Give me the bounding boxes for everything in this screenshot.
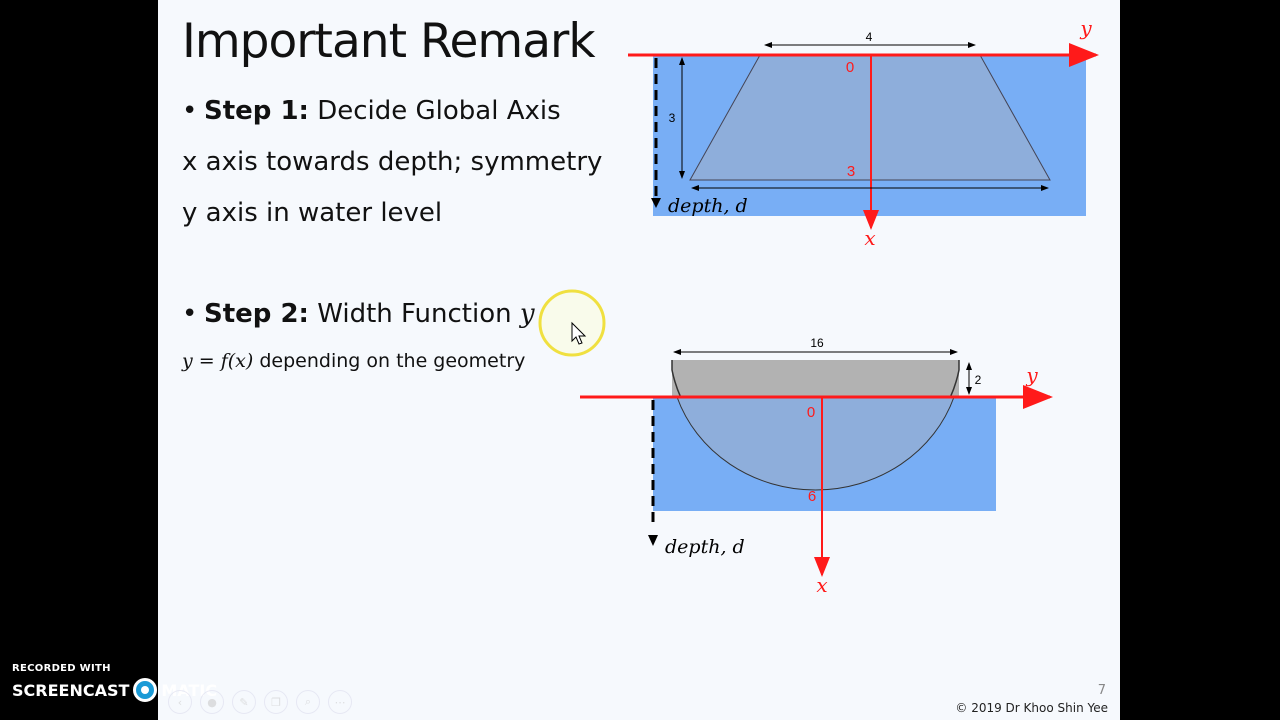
- trapezoid-figure: 4 3 0 3 y x depth, d: [628, 16, 1099, 250]
- y-axis-label-2: y: [1025, 363, 1038, 387]
- recorded-with-label: RECORDED WITH: [12, 663, 111, 674]
- screencast-logo-icon: [133, 678, 158, 702]
- page-number: 7: [1097, 683, 1106, 698]
- slide-title: Important Remark: [182, 14, 596, 69]
- step1-heading: •Step 1: Decide Global Axis: [182, 96, 561, 126]
- step2-variable: y: [519, 299, 535, 329]
- step2-description: depending on the geometry: [253, 350, 526, 372]
- step1-text: Decide Global Axis: [308, 96, 561, 126]
- step1-line2: x axis towards depth; symmetry: [182, 147, 603, 177]
- above-water-part: [672, 360, 959, 397]
- step2-label: Step 2:: [204, 299, 309, 329]
- record-icon[interactable]: ●: [200, 690, 224, 714]
- brand-left: SCREENCAST: [12, 680, 130, 700]
- cursor-arrow-icon: [571, 321, 587, 345]
- y-axis-label-1: y: [1079, 16, 1092, 40]
- more-icon[interactable]: ⋯: [328, 690, 352, 714]
- submerged-part: [676, 396, 955, 491]
- origin-label-1: 0: [846, 59, 854, 76]
- cursor-highlight: [538, 289, 606, 357]
- depth-mark-label-2: 6: [808, 488, 816, 505]
- depth-label-1: depth, d: [668, 195, 748, 217]
- top-width-label-1: 4: [866, 30, 873, 44]
- recorder-toolbar: ‹ ● ✎ ❐ ⌕ ⋯: [168, 690, 352, 714]
- step2-equation-line: y = f(x) depending on the geometry: [182, 350, 525, 372]
- origin-label-2: 0: [807, 404, 815, 421]
- step2-equation: y = f(x): [182, 350, 254, 372]
- step2-text: Width Function: [308, 299, 520, 329]
- depth-label-2: depth, d: [665, 536, 745, 558]
- zoom-icon[interactable]: ⌕: [296, 690, 320, 714]
- freeboard-label: 2: [975, 373, 982, 387]
- back-icon[interactable]: ‹: [168, 690, 192, 714]
- top-width-label-2: 16: [810, 336, 824, 350]
- depth-arrow-2: [648, 535, 658, 546]
- semicircle-figure: 16 2 0 6 y x depth, d: [580, 336, 1053, 597]
- height-label-1: 3: [669, 111, 676, 125]
- copyright: © 2019 Dr Khoo Shin Yee: [955, 701, 1108, 715]
- pen-icon[interactable]: ✎: [232, 690, 256, 714]
- step1-label: Step 1:: [204, 96, 309, 126]
- x-axis-label-1: x: [864, 226, 875, 250]
- step1-line3: y axis in water level: [182, 198, 443, 228]
- copy-icon[interactable]: ❐: [264, 690, 288, 714]
- step2-heading: •Step 2: Width Function y: [182, 299, 535, 329]
- depth-arrow-1: [651, 198, 661, 208]
- x-axis-label-2: x: [816, 573, 827, 597]
- depth-mark-label-1: 3: [847, 163, 855, 180]
